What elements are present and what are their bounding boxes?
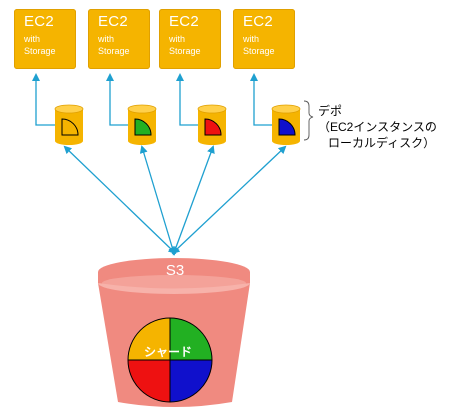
- depot-brace: [303, 100, 314, 141]
- ec2-instance: EC2 with Storage: [88, 9, 150, 69]
- ec2-with-label: with: [24, 34, 41, 44]
- depot-caption-line1: デポ: [318, 104, 343, 118]
- depot-caption-line3: ローカルディスク）: [328, 136, 436, 150]
- ec2-instance: EC2 with Storage: [14, 9, 76, 69]
- ec2-with-label: with: [169, 34, 186, 44]
- ec2-title: EC2: [24, 13, 55, 30]
- shard-label: シャード: [143, 345, 192, 359]
- shard-pie: [127, 317, 213, 403]
- ec2-with-label: with: [243, 34, 260, 44]
- ec2-storage-label: Storage: [24, 46, 56, 56]
- depot-1: [54, 104, 84, 145]
- depot-caption: デポ （EC2インスタンスの ローカルディスク）: [318, 103, 437, 151]
- ec2-with-label: with: [98, 34, 115, 44]
- ec2-storage-label: Storage: [98, 46, 130, 56]
- connector-arrows: [63, 145, 287, 256]
- depot-3: [197, 104, 227, 145]
- depot-caption-line2: （EC2インスタンスの: [318, 120, 437, 134]
- ec2-instance: EC2 with Storage: [233, 9, 295, 69]
- ec2-title: EC2: [169, 13, 200, 30]
- ec2-instance: EC2 with Storage: [159, 9, 221, 69]
- s3-label: S3: [165, 262, 185, 279]
- ec2-storage-label: Storage: [169, 46, 201, 56]
- ec2-title: EC2: [243, 13, 274, 30]
- ec2-title: EC2: [98, 13, 129, 30]
- depot-4: [271, 104, 301, 145]
- depot-ec2-arrows: [32, 73, 272, 126]
- depot-2: [127, 104, 157, 145]
- ec2-storage-label: Storage: [243, 46, 275, 56]
